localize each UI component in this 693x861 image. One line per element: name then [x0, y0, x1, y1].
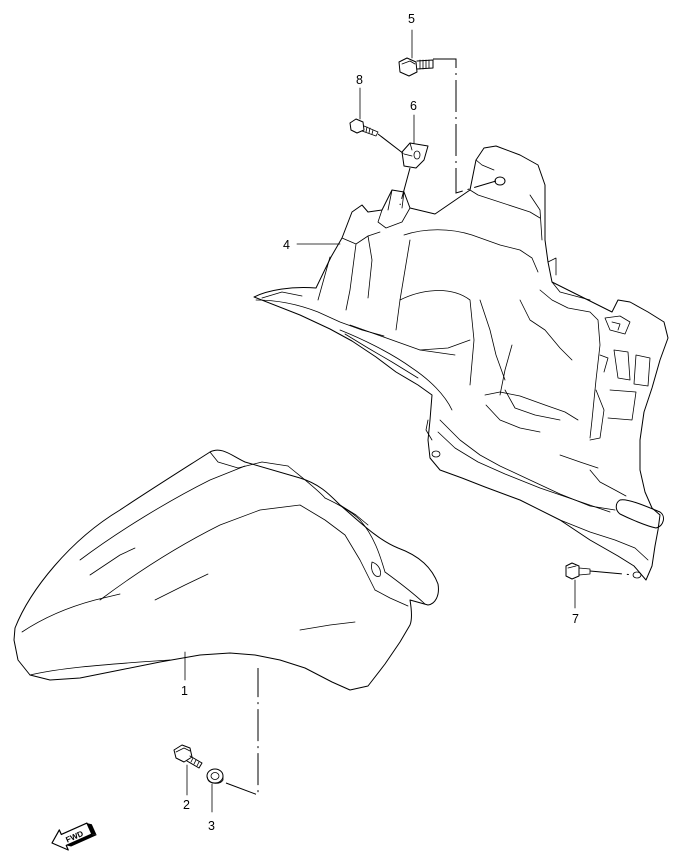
callout-2: 2 — [183, 798, 190, 812]
forward-arrow-icon: FWD — [51, 822, 97, 851]
clip-6-part — [401, 142, 429, 169]
nut-3-part — [206, 768, 224, 784]
callout-8: 8 — [356, 73, 363, 87]
callout-4: 4 — [283, 238, 290, 252]
callout-1: 1 — [181, 684, 188, 698]
front-fender-part — [13, 449, 439, 691]
callout-5: 5 — [408, 12, 415, 26]
screw-8-part — [349, 118, 379, 137]
callout-6: 6 — [410, 99, 417, 113]
bolt-2-part — [173, 744, 203, 769]
leader-lines — [184, 29, 576, 813]
callout-3: 3 — [208, 819, 215, 833]
inner-fender-part — [253, 145, 669, 581]
callout-7: 7 — [572, 612, 579, 626]
screw-7-part — [565, 562, 591, 580]
assembly-lines — [225, 58, 635, 796]
bolt-5-part — [398, 57, 434, 77]
callout-labels: 5 8 6 4 7 1 2 3 — [181, 12, 579, 833]
